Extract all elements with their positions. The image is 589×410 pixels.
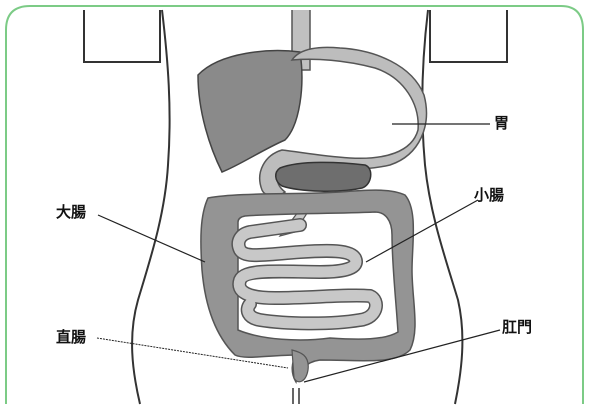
pancreas	[276, 162, 371, 191]
torso-left-outline	[132, 10, 170, 404]
small-intestine-label: 小腸	[474, 188, 504, 203]
rectum-label: 直腸	[56, 330, 86, 345]
right-arm	[430, 10, 507, 62]
anal-canal	[293, 388, 299, 404]
stomach-label: 胃	[494, 116, 509, 131]
large-intestine-label: 大腸	[56, 205, 86, 220]
small-intestine-fill	[238, 225, 376, 323]
anus-label: 肛門	[502, 320, 532, 335]
left-arm	[84, 10, 160, 62]
